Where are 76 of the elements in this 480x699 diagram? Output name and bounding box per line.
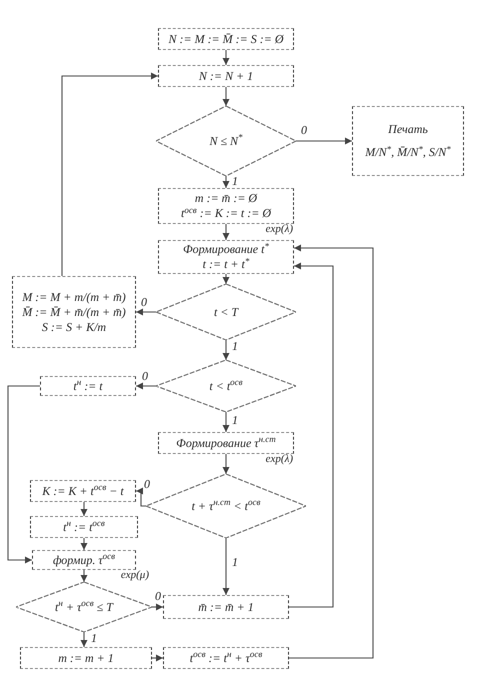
decision-diamond	[16, 582, 152, 632]
edge-label: 1	[231, 175, 239, 187]
arrow	[152, 604, 163, 610]
process-box	[158, 240, 294, 274]
process-text: t$^{осв}$ := t$^{н}$ + τ$^{осв}$	[190, 650, 262, 666]
process-text: m̄ := m̄ + 1	[198, 600, 254, 614]
arrow	[80, 502, 88, 516]
edge-label: 0	[300, 124, 308, 136]
arrow	[222, 87, 230, 106]
arrow	[61, 72, 158, 276]
decision-diamond	[156, 360, 296, 412]
process-text: N := M := M̄ := S := Ø	[168, 32, 284, 46]
arrow	[80, 632, 88, 647]
process-text: M := M + m/(m + m̄)	[22, 290, 126, 304]
process-text: m := m + 1	[58, 650, 114, 666]
process-text: Формирование τ$^{н.ст}$	[176, 436, 276, 450]
box-heading: Печать	[388, 122, 428, 137]
process-text: M/N$^{*}$, M̄/N$^{*}$, S/N$^{*}$	[365, 145, 451, 160]
arrow	[136, 382, 156, 390]
condition-text: t < T	[214, 304, 238, 320]
process-text: t$^{н}$ := t$^{осв}$	[63, 520, 105, 534]
arrow	[222, 176, 230, 188]
arrow	[289, 262, 334, 608]
process-text: формир. τ$^{осв}$	[52, 552, 116, 568]
arrow	[222, 454, 230, 474]
arrow	[152, 654, 163, 662]
condition-text: N ≤ N$^{*}$	[209, 134, 243, 148]
arrow	[222, 224, 230, 240]
edge-label: 0	[154, 590, 162, 602]
arrow	[7, 385, 40, 564]
arrow	[222, 538, 230, 595]
condition-text: t + τ$^{н.ст}$ < t$^{осв}$	[192, 498, 260, 514]
edge-label: 1	[231, 340, 239, 352]
process-text: N := N + 1	[198, 68, 254, 84]
process-box	[158, 65, 294, 87]
edge-label: 1	[231, 556, 239, 568]
arrow	[80, 538, 88, 550]
decision-diamond	[146, 474, 306, 538]
arrow	[296, 138, 352, 144]
arrow	[222, 340, 230, 360]
process-box	[30, 516, 138, 538]
edge-label: 1	[90, 632, 98, 644]
process-box	[352, 106, 464, 176]
edge-label: 0	[140, 296, 148, 308]
arrow	[222, 50, 230, 65]
process-text: m := m̄ := Ø	[194, 191, 258, 206]
condition-text: t$^{н}$ + τ$^{осв}$ ≤ T	[55, 600, 113, 614]
edge-label: 0	[143, 478, 151, 490]
decision-diamond	[156, 284, 296, 340]
decision-diamond	[156, 106, 296, 176]
process-text: S := S + K/m	[42, 320, 106, 334]
process-box	[40, 376, 136, 396]
process-box	[158, 28, 294, 50]
edge-label: 1	[231, 414, 239, 426]
process-box	[30, 480, 136, 502]
process-text: K := K + t$^{осв}$ − t	[42, 484, 124, 498]
process-box	[163, 595, 289, 619]
process-text: M̄ := M̄ + m̄/(m + m̄)	[22, 304, 126, 320]
process-box	[12, 276, 136, 348]
process-box	[20, 647, 152, 669]
distribution-note: exp(μ)	[120, 570, 149, 581]
process-text: t$^{осв}$ := K := t := Ø	[180, 206, 272, 221]
process-text: Формирование t$^{*}$	[183, 242, 269, 257]
process-text: t$^{н}$ := t	[73, 378, 103, 394]
arrow	[80, 570, 88, 582]
process-text: t := t + t$^{*}$	[202, 257, 250, 272]
arrow	[136, 488, 146, 507]
arrow	[222, 412, 230, 432]
distribution-note: exp(λ)	[266, 454, 293, 465]
distribution-note: exp(λ)	[266, 224, 293, 235]
arrow	[136, 308, 156, 316]
arrow	[222, 274, 230, 284]
process-box	[163, 647, 289, 669]
arrow	[289, 244, 374, 659]
edge-label: 0	[141, 370, 149, 382]
condition-text: t < t$^{осв}$	[209, 378, 243, 394]
